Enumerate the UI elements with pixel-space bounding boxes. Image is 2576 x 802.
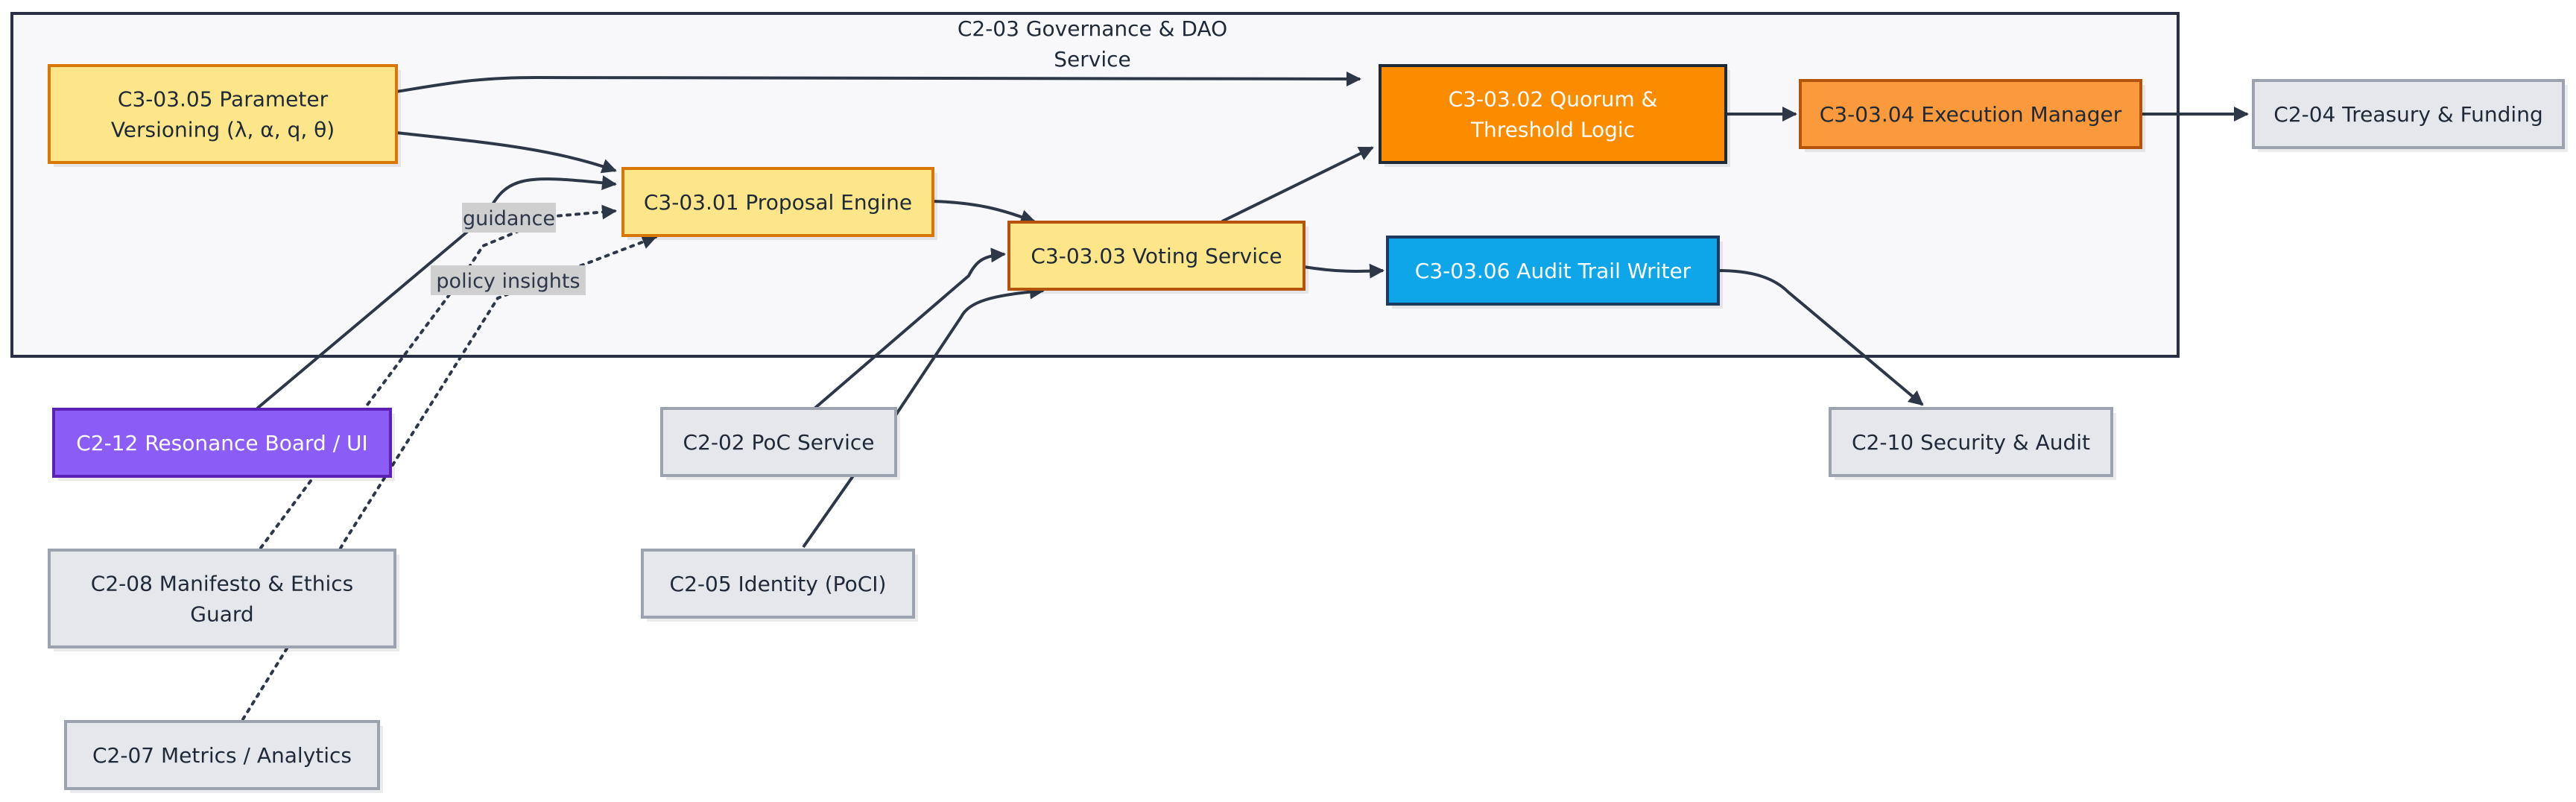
node-param-label-2: Versioning (λ, α, q, θ)	[111, 118, 335, 142]
node-poc: C2-02 PoC Service	[660, 407, 900, 480]
node-identity-label-1: C2-05 Identity (PoCI)	[670, 572, 887, 596]
node-execution: C3-03.04 Execution Manager	[1799, 79, 2145, 152]
node-param-label-1: C3-03.05 Parameter	[118, 87, 329, 112]
node-security-label-1: C2-10 Security & Audit	[1852, 430, 2090, 455]
svg-text:guidance: guidance	[463, 207, 555, 230]
edge-label-policy-insights: policy insights	[431, 265, 586, 295]
edge-voting-to-audit	[1303, 263, 1384, 279]
node-identity: C2-05 Identity (PoCI)	[641, 549, 918, 622]
node-manifesto-label-2: Guard	[190, 602, 253, 627]
edge-manifesto-to-proposal	[259, 204, 617, 549]
edge-audit-to-security	[1718, 269, 1924, 406]
group-title-line1: C2-03 Governance & DAO	[958, 16, 1227, 41]
node-poc-label-1: C2-02 PoC Service	[683, 430, 875, 455]
node-resonance-label-1: C2-12 Resonance Board / UI	[76, 431, 368, 455]
node-treasury-label-1: C2-04 Treasury & Funding	[2273, 102, 2542, 127]
node-quorum: C3-03.02 Quorum & Threshold Logic	[1379, 64, 1730, 167]
node-resonance: C2-12 Resonance Board / UI	[52, 408, 395, 481]
edge-identity-to-voting	[802, 284, 1045, 549]
node-manifesto-label-1: C2-08 Manifesto & Ethics	[91, 572, 353, 596]
node-voting-label-1: C3-03.03 Voting Service	[1031, 244, 1282, 268]
node-voting: C3-03.03 Voting Service	[1007, 221, 1308, 294]
node-security: C2-10 Security & Audit	[1829, 407, 2116, 480]
node-proposal-label-1: C3-03.01 Proposal Engine	[644, 190, 912, 215]
node-quorum-label-1: C3-03.02 Quorum &	[1449, 87, 1658, 112]
node-treasury: C2-04 Treasury & Funding	[2252, 79, 2568, 152]
node-metrics-label-1: C2-07 Metrics / Analytics	[92, 743, 352, 768]
edge-label-guidance: guidance	[462, 203, 556, 233]
edge-proposal-to-voting	[932, 200, 1036, 224]
node-metrics: C2-07 Metrics / Analytics	[64, 720, 383, 793]
edge-voting-to-quorum	[1221, 146, 1374, 223]
node-quorum-label-2: Threshold Logic	[1470, 118, 1635, 142]
node-audit-label-1: C3-03.06 Audit Trail Writer	[1415, 259, 1692, 283]
edge-param-to-proposal	[396, 131, 617, 174]
edge-param-to-quorum	[396, 71, 1361, 93]
edge-poc-to-voting	[813, 247, 1006, 410]
node-proposal: C3-03.01 Proposal Engine	[621, 167, 937, 240]
svg-text:policy insights: policy insights	[436, 270, 580, 293]
group-title-line2: Service	[1054, 47, 1130, 72]
node-audit: C3-03.06 Audit Trail Writer	[1386, 236, 1723, 309]
node-execution-label-1: C3-03.04 Execution Manager	[1820, 102, 2122, 127]
